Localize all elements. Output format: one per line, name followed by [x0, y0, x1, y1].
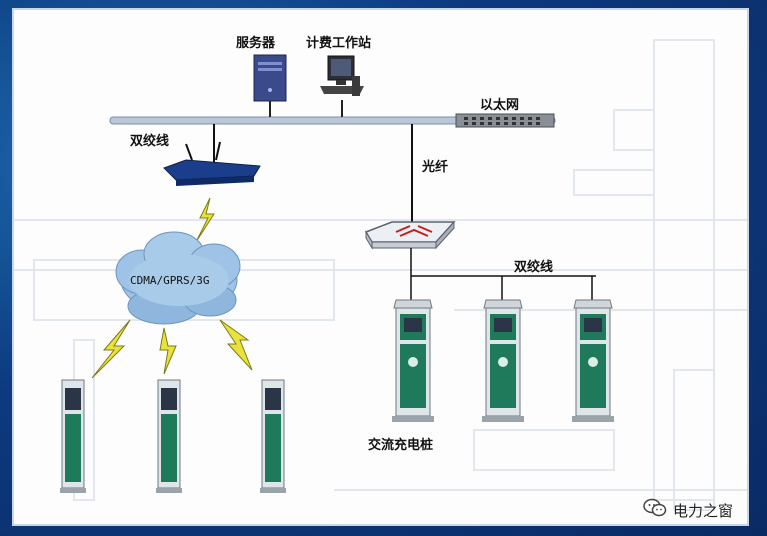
billing-station-label: 计费工作站 — [306, 36, 372, 51]
cloud-icon — [115, 231, 241, 325]
watermark-text: 电力之窗 — [672, 501, 733, 520]
server-icon — [253, 54, 287, 117]
ac-charger-label: 交流充电桩 — [368, 438, 434, 453]
fiber-switch-icon — [364, 220, 456, 250]
wechat-icon — [643, 498, 667, 522]
ethernet-switch-icon — [455, 113, 555, 128]
fiber-label: 光纤 — [422, 160, 449, 175]
server-label: 服务器 — [236, 36, 276, 51]
router-icon — [163, 124, 261, 186]
ethernet-bus — [109, 116, 556, 125]
cloud-label: CDMA/GPRS/3G — [130, 274, 210, 287]
ethernet-label: 以太网 — [480, 98, 520, 113]
diagram-canvas — [14, 39, 747, 511]
twisted-pair-label-right: 双绞线 — [514, 260, 554, 275]
lightning-icon — [91, 197, 253, 379]
twisted-pair-label-left: 双绞线 — [130, 134, 170, 149]
workstation-icon — [320, 55, 364, 117]
watermark: 电力之窗 — [643, 498, 733, 522]
charger-bus — [410, 248, 596, 300]
charger-icon — [392, 299, 614, 422]
charger-icon — [60, 379, 286, 493]
diagram-panel: 服务器 计费工作站 以太网 双绞线 光纤 双绞线 CDMA/GPRS/3G 交流… — [12, 8, 749, 526]
